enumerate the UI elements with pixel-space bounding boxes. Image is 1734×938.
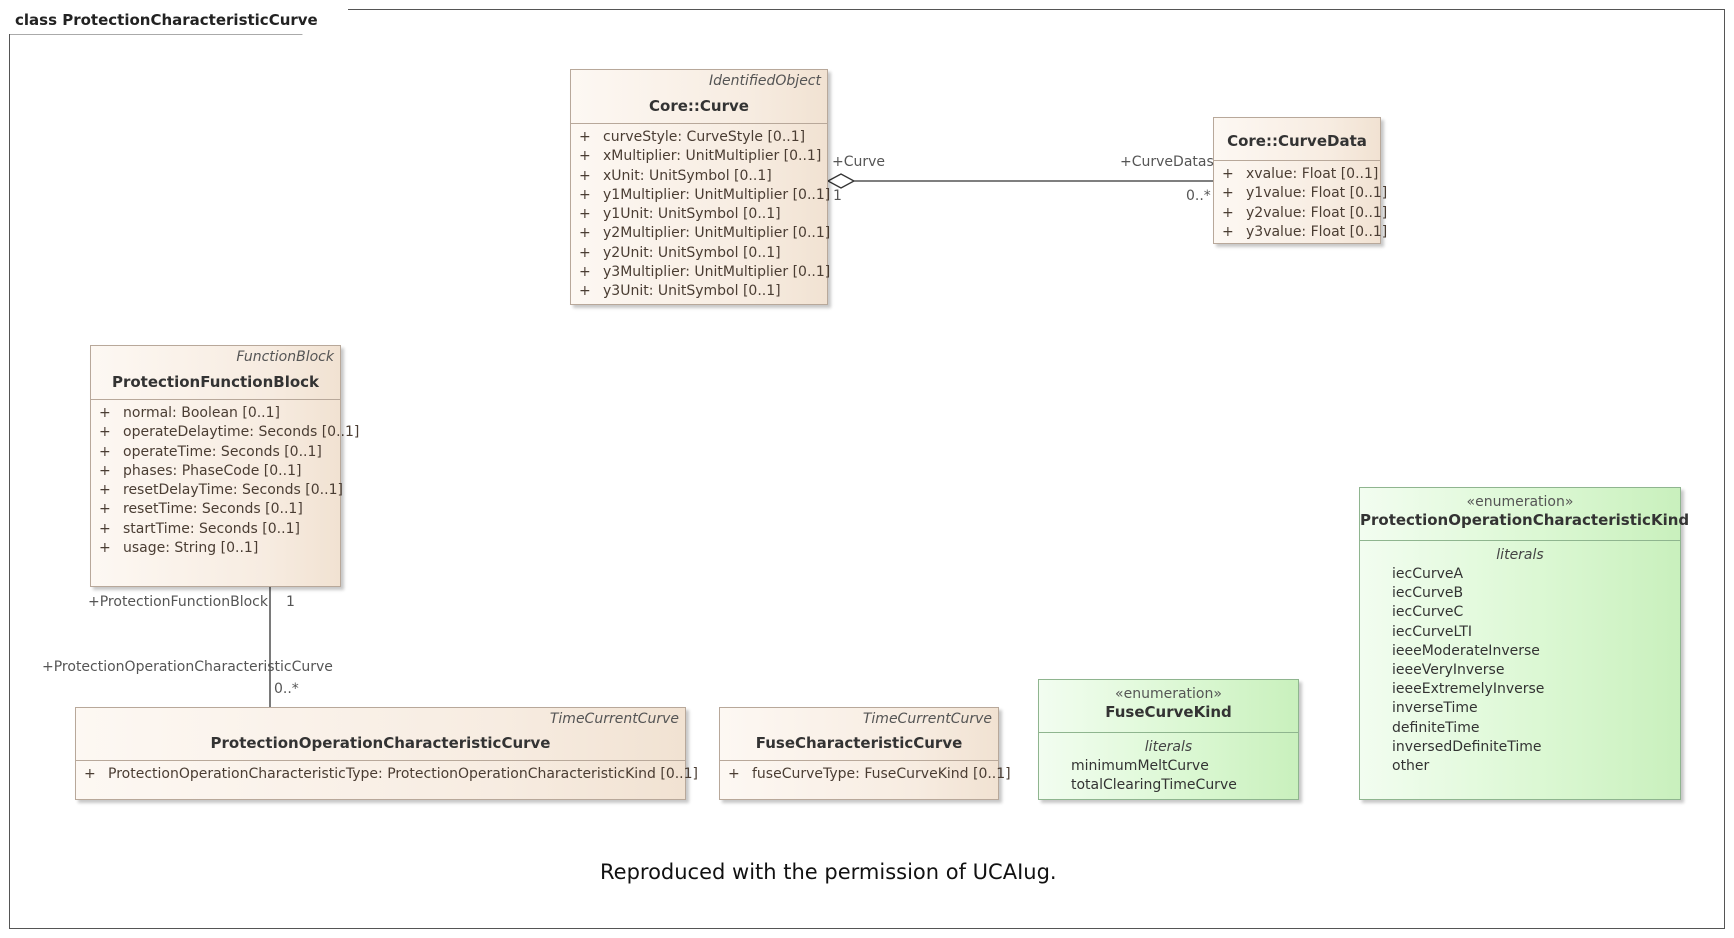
literal-item: iecCurveC — [1392, 604, 1464, 621]
attribute-row: +startTime: Seconds [0..1] — [99, 520, 300, 537]
source-role-label: +Curve — [832, 154, 886, 170]
literal-item: other — [1392, 757, 1430, 774]
aggregation-diamond — [826, 173, 856, 189]
attribute-row: +y3Multiplier: UnitMultiplier [0..1] — [579, 264, 831, 281]
literal-item: iecCurveA — [1392, 566, 1464, 582]
attribute-row: +operateDelaytime: Seconds [0..1] — [99, 424, 360, 441]
permission-note: Reproduced with the permission of UCAIug… — [600, 860, 1057, 884]
attribute-row: +y2Unit: UnitSymbol [0..1] — [579, 244, 781, 261]
diagram-frame — [9, 9, 1725, 929]
enum-name: ProtectionOperationCharacteristicKind — [1360, 511, 1690, 529]
attribute-row: +resetTime: Seconds [0..1] — [99, 501, 303, 518]
target-role-label: +ProtectionOperationCharacteristicCurve — [42, 659, 333, 675]
attribute-row: +y1Multiplier: UnitMultiplier [0..1] — [579, 186, 831, 203]
attribute-row: +y1Unit: UnitSymbol [0..1] — [579, 206, 781, 223]
enum-name: FuseCurveKind — [1105, 703, 1232, 721]
attribute-row: +ProtectionOperationCharacteristicType: … — [84, 766, 698, 782]
literal-item: definiteTime — [1392, 719, 1480, 736]
attribute-list: +fuseCurveType: FuseCurveKind [0..1] — [720, 761, 1011, 784]
attribute-row: +y1value: Float [0..1] — [1222, 185, 1388, 202]
enum-protection-operation-characteristic-kind[interactable]: «enumeration» ProtectionOperationCharact… — [1359, 487, 1690, 800]
class-protection-function-block[interactable]: FunctionBlock ProtectionFunctionBlock +n… — [90, 345, 360, 587]
attribute-list: +curveStyle: CurveStyle [0..1] +xMultipl… — [571, 124, 831, 302]
attribute-row: +xMultiplier: UnitMultiplier [0..1] — [579, 148, 822, 165]
literal-item: ieeeExtremelyInverse — [1392, 681, 1545, 698]
literal-item: minimumMeltCurve — [1071, 758, 1209, 774]
literal-item: ieeeModerateInverse — [1392, 642, 1540, 659]
attribute-row: +y2value: Float [0..1] — [1222, 204, 1388, 221]
stereotype-label: TimeCurrentCurve — [549, 711, 679, 727]
attribute-row: +xvalue: Float [0..1] — [1222, 166, 1379, 182]
literal-list: iecCurveA iecCurveB iecCurveC iecCurveLT… — [1360, 565, 1680, 776]
literal-list: minimumMeltCurve totalClearingTimeCurve — [1039, 757, 1298, 795]
attribute-list: +xvalue: Float [0..1] +y1value: Float [0… — [1214, 161, 1388, 242]
attribute-row: +resetDelayTime: Seconds [0..1] — [99, 482, 343, 499]
literal-item: inverseTime — [1392, 700, 1478, 717]
attribute-row: +y3Unit: UnitSymbol [0..1] — [579, 283, 781, 300]
attribute-row: +normal: Boolean [0..1] — [99, 405, 281, 421]
attribute-row: +y3value: Float [0..1] — [1222, 223, 1388, 240]
enum-fuse-curve-kind[interactable]: «enumeration» FuseCurveKind literals min… — [1038, 679, 1299, 800]
stereotype-label: IdentifiedObject — [708, 73, 821, 89]
class-name: FuseCharacteristicCurve — [755, 734, 963, 752]
stereotype-label: FunctionBlock — [236, 349, 334, 365]
class-core-curvedata[interactable]: Core::CurveData +xvalue: Float [0..1] +y… — [1213, 117, 1388, 244]
stereotype-label: TimeCurrentCurve — [862, 711, 992, 727]
class-name: Core::Curve — [649, 97, 749, 115]
class-name: ProtectionFunctionBlock — [111, 373, 320, 391]
class-protection-operation-characteristic-curve[interactable]: TimeCurrentCurve ProtectionOperationChar… — [75, 707, 698, 800]
literal-item: ieeeVeryInverse — [1392, 661, 1505, 678]
class-name: Core::CurveData — [1227, 132, 1367, 150]
literals-heading: literals — [1496, 547, 1544, 563]
attribute-row: +phases: PhaseCode [0..1] — [99, 462, 302, 479]
source-multiplicity-label: 1 — [833, 188, 842, 204]
literal-item: iecCurveLTI — [1392, 623, 1473, 640]
attribute-row: +y2Multiplier: UnitMultiplier [0..1] — [579, 225, 831, 242]
attribute-row: +curveStyle: CurveStyle [0..1] — [579, 129, 806, 145]
frame-title: class ProtectionCharacteristicCurve — [9, 9, 348, 34]
class-fuse-characteristic-curve[interactable]: TimeCurrentCurve FuseCharacteristicCurve… — [719, 707, 1011, 800]
attribute-list: +ProtectionOperationCharacteristicType: … — [76, 761, 698, 784]
attribute-row: +usage: String [0..1] — [99, 540, 259, 557]
target-multiplicity-label: 0..* — [1186, 188, 1211, 204]
enumeration-stereotype: «enumeration» — [1466, 494, 1574, 510]
class-core-curve[interactable]: IdentifiedObject Core::Curve +curveStyle… — [570, 69, 831, 305]
literal-item: totalClearingTimeCurve — [1071, 777, 1237, 794]
attribute-row: +xUnit: UnitSymbol [0..1] — [579, 167, 772, 184]
enumeration-stereotype: «enumeration» — [1115, 686, 1222, 702]
literals-heading: literals — [1144, 739, 1193, 755]
attribute-row: +fuseCurveType: FuseCurveKind [0..1] — [728, 766, 1011, 782]
target-role-label: +CurveDatas — [1120, 154, 1214, 170]
source-multiplicity-label: 1 — [286, 594, 295, 610]
source-role-label: +ProtectionFunctionBlock — [88, 594, 268, 610]
literal-item: iecCurveB — [1392, 585, 1464, 602]
literal-item: inversedDefiniteTime — [1392, 738, 1542, 755]
attribute-row: +operateTime: Seconds [0..1] — [99, 443, 322, 460]
attribute-list: +normal: Boolean [0..1] +operateDelaytim… — [91, 400, 360, 558]
class-name: ProtectionOperationCharacteristicCurve — [210, 734, 551, 752]
target-multiplicity-label: 0..* — [274, 681, 299, 697]
